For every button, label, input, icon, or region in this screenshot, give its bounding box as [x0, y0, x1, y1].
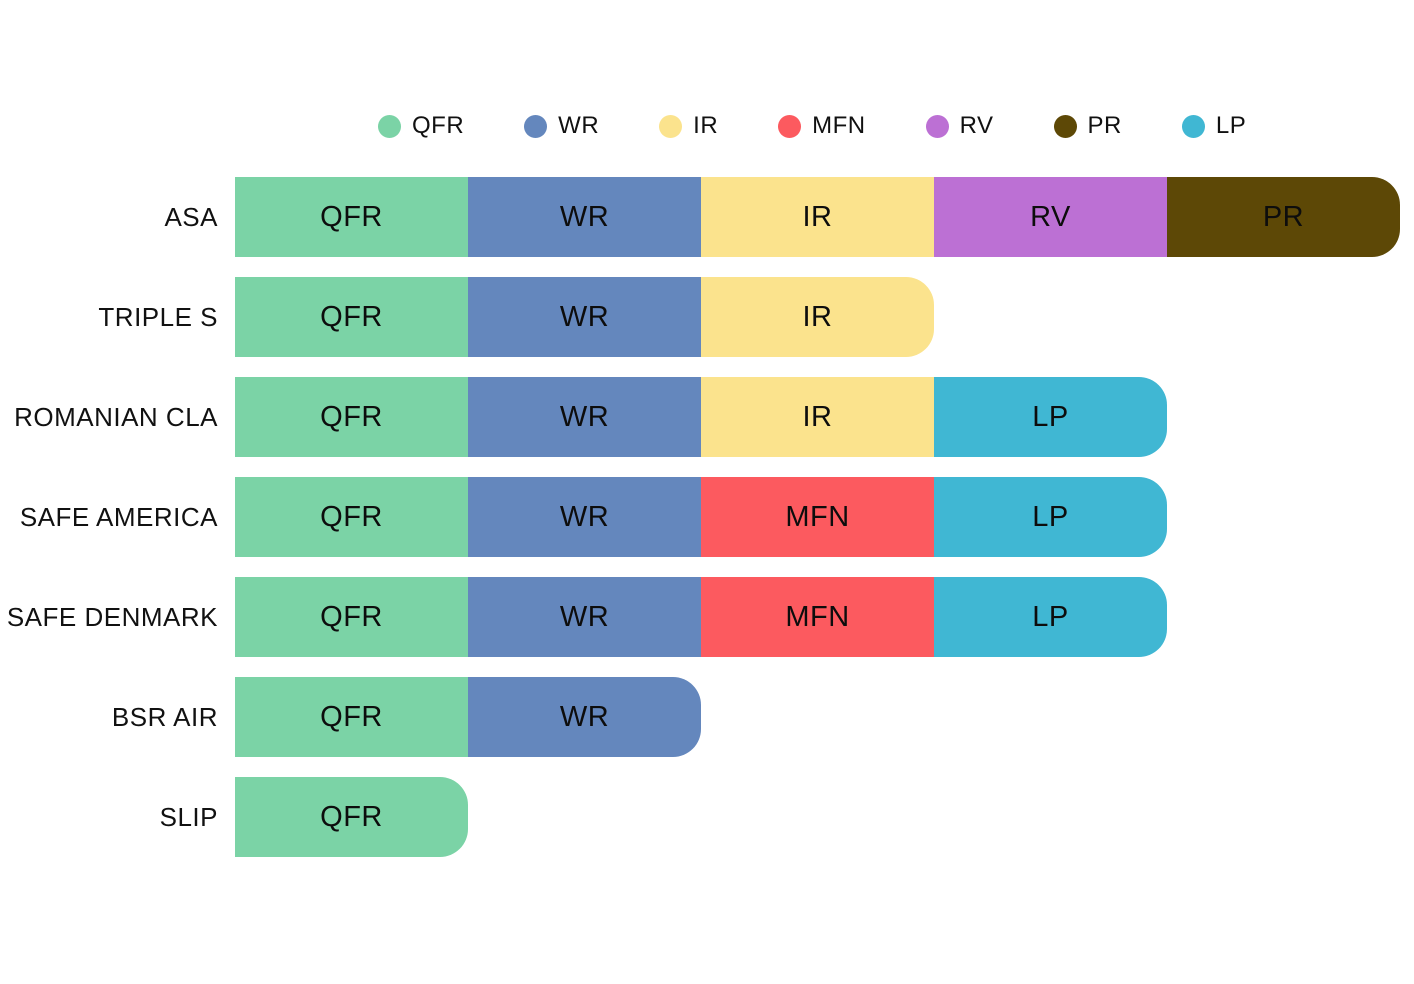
legend-item-qfr: QFR — [378, 112, 464, 140]
bar-segment-ir: IR — [701, 377, 934, 457]
bar-segment-mfn: MFN — [701, 477, 934, 557]
bar-segment-rv: RV — [934, 177, 1167, 257]
bar-segment-wr: WR — [468, 577, 701, 657]
row-label-slip: SLIP — [159, 801, 218, 832]
legend-swatch-ir-icon — [659, 114, 683, 138]
bar-segment-qfr: QFR — [235, 477, 468, 557]
bar-segment-lp: LP — [934, 577, 1167, 657]
legend-swatch-wr-icon — [524, 114, 548, 138]
row-label-romanian-cla: ROMANIAN CLA — [14, 401, 218, 432]
legend-swatch-rv-icon — [925, 114, 949, 138]
row-label-triple-s: TRIPLE S — [98, 301, 218, 332]
bar-segment-qfr: QFR — [235, 777, 468, 857]
bar-segment-wr: WR — [468, 377, 701, 457]
bar-segment-qfr: QFR — [235, 677, 468, 757]
legend-item-rv: RV — [925, 112, 994, 140]
bar-segment-ir: IR — [701, 277, 934, 357]
legend-swatch-qfr-icon — [378, 114, 401, 138]
legend-swatch-lp-icon — [1181, 114, 1205, 138]
row-label-bsr-air: BSR AIR — [111, 701, 218, 732]
bar-segment-qfr: QFR — [235, 177, 468, 257]
bar-segment-pr: PR — [1167, 177, 1400, 257]
legend-label: QFR — [412, 112, 465, 139]
bar-segment-qfr: QFR — [235, 577, 468, 657]
legend-item-wr: WR — [524, 112, 599, 140]
chart-row: SLIP QFR — [0, 777, 1414, 857]
legend-label: IR — [693, 112, 719, 139]
bar-segment-lp: LP — [934, 377, 1167, 457]
legend-label: RV — [959, 112, 994, 139]
bar-segment-qfr: QFR — [235, 277, 468, 357]
legend-item-pr: PR — [1053, 112, 1122, 140]
legend-swatch-pr-icon — [1053, 114, 1077, 138]
legend-label: LP — [1215, 112, 1247, 139]
legend-item-mfn: MFN — [778, 112, 865, 140]
bar-segment-wr: WR — [468, 477, 701, 557]
legend-label: WR — [558, 112, 600, 139]
chart-legend: QFR WR IR MFN RV PR LP — [378, 112, 1246, 140]
bar-segment-qfr: QFR — [235, 377, 468, 457]
row-label-asa: ASA — [164, 201, 218, 232]
legend-swatch-mfn-icon — [778, 114, 802, 138]
bar-segment-wr: WR — [468, 177, 701, 257]
stacked-bar: QFR — [235, 777, 468, 857]
bar-segment-wr: WR — [468, 677, 701, 757]
legend-label: PR — [1087, 112, 1122, 139]
legend-item-ir: IR — [659, 112, 718, 140]
bar-segment-lp: LP — [934, 477, 1167, 557]
bar-segment-wr: WR — [468, 277, 701, 357]
bar-segment-ir: IR — [701, 177, 934, 257]
row-label-safe-america: SAFE AMERICA — [19, 501, 218, 532]
legend-item-lp: LP — [1181, 112, 1247, 140]
legend-label: MFN — [812, 112, 866, 139]
bar-segment-mfn: MFN — [701, 577, 934, 657]
row-label-safe-denmark: SAFE DENMARK — [6, 601, 218, 632]
